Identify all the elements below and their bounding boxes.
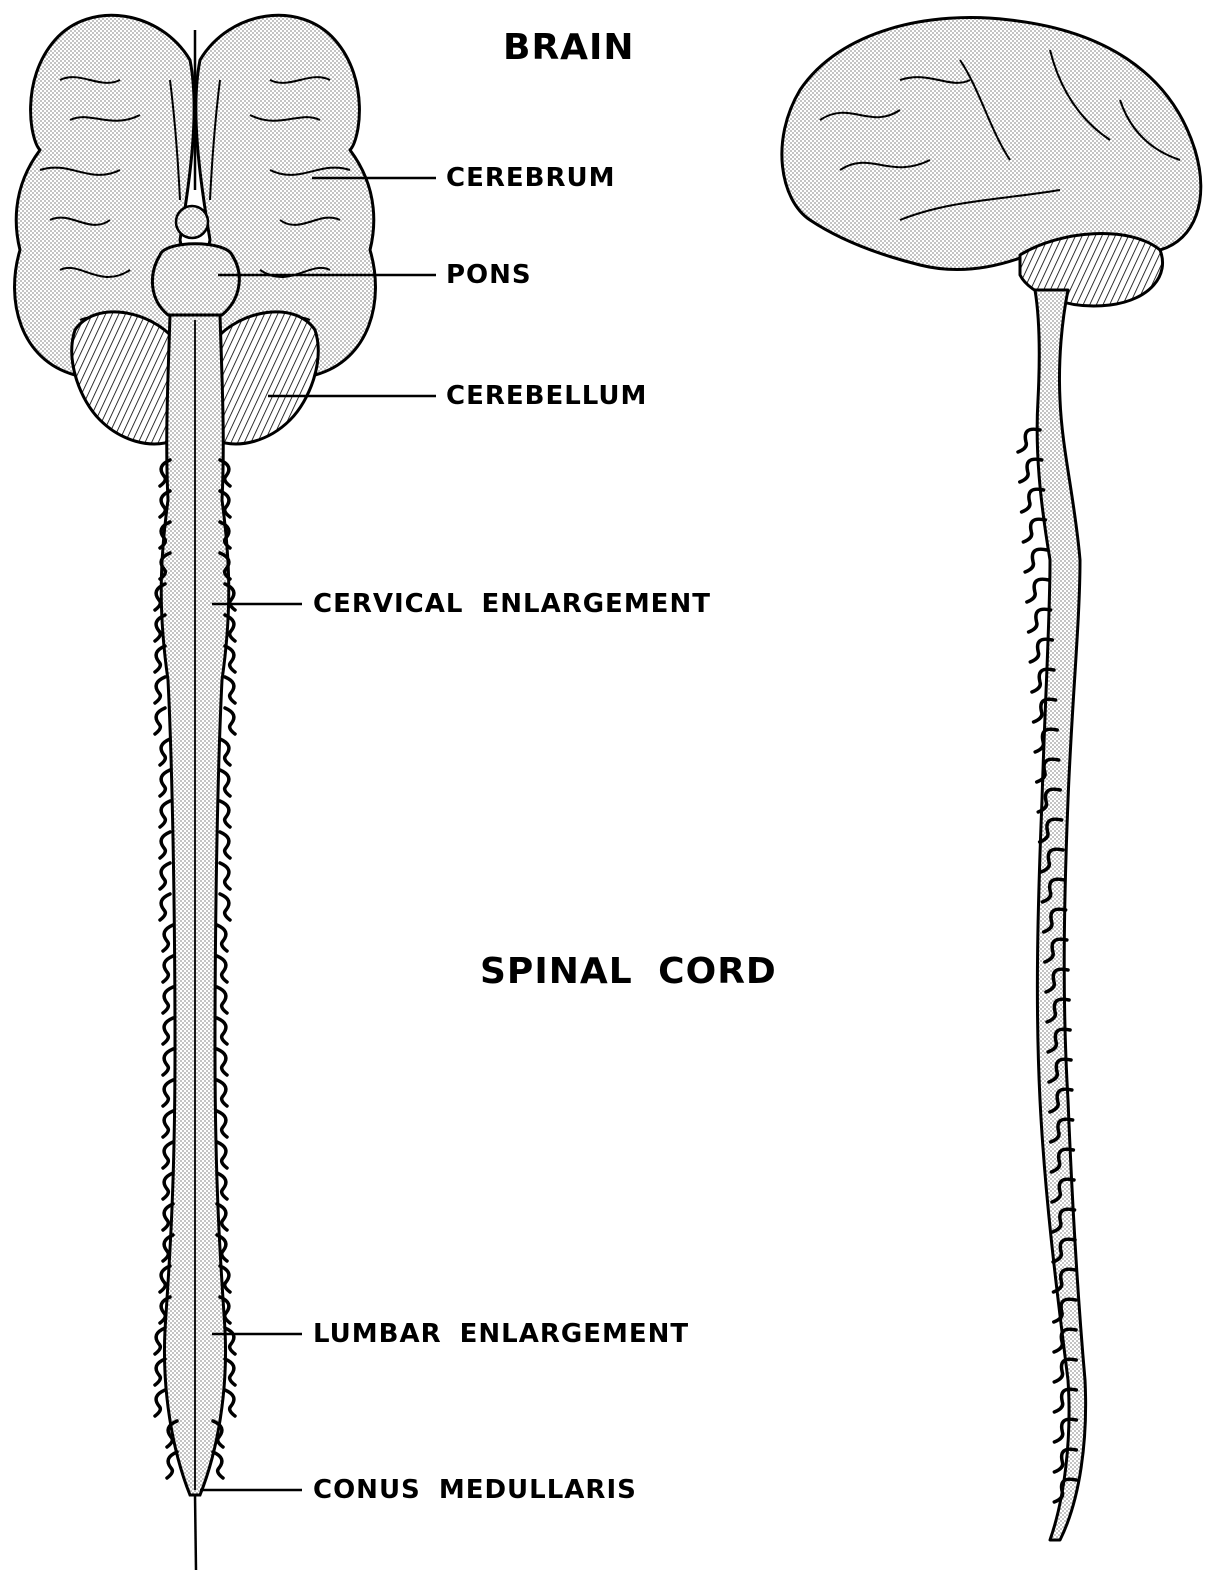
pons: [152, 244, 239, 315]
nerve-root: [163, 987, 173, 1013]
conus-medullaris-label: CONUS MEDULLARIS: [313, 1477, 637, 1503]
nerve-root: [163, 1111, 173, 1137]
nerve-root: [155, 677, 165, 703]
lateral-brain: [782, 18, 1201, 1540]
lumbar-enlargement-label: LUMBAR ENLARGEMENT: [313, 1321, 689, 1347]
nerve-root: [217, 1142, 227, 1168]
cerebellum-label: CEREBELLUM: [446, 383, 647, 409]
nerve-root: [220, 801, 230, 827]
nerve-root: [163, 1142, 173, 1168]
cerebrum-label: CEREBRUM: [446, 165, 615, 191]
nerve-root: [220, 863, 230, 889]
nerve-root: [217, 1080, 227, 1106]
nerve-root: [1023, 519, 1045, 542]
nerve-root: [160, 832, 170, 858]
nerve-root: [160, 770, 170, 796]
nerve-root: [213, 1452, 223, 1478]
lateral-cerebrum: [782, 18, 1201, 270]
nerve-root: [1025, 549, 1047, 572]
nerve-root: [155, 708, 165, 734]
nerve-root: [160, 863, 170, 889]
nerve-root: [217, 1018, 227, 1044]
nerve-root: [163, 1018, 173, 1044]
left-cerebellum: [72, 312, 175, 444]
nerve-root: [163, 925, 173, 951]
nerve-root: [163, 956, 173, 982]
nerve-root: [163, 1049, 173, 1075]
ventral-spinal-cord: [161, 315, 229, 1570]
nerve-root: [220, 832, 230, 858]
nerve-root: [225, 708, 235, 734]
nerve-root: [160, 801, 170, 827]
cervical-enlargement-label: CERVICAL ENLARGEMENT: [313, 591, 711, 617]
brain-heading: BRAIN: [503, 30, 635, 66]
spinal-cord-heading: SPINAL CORD: [480, 954, 777, 990]
nerve-root: [167, 1452, 177, 1478]
nerve-root: [155, 1390, 165, 1416]
nerve-root: [220, 739, 230, 765]
lateral-spinal-cord: [1035, 290, 1086, 1540]
nerve-root: [217, 925, 227, 951]
nerve-root: [225, 677, 235, 703]
nerve-root: [217, 1049, 227, 1075]
nerve-root: [217, 987, 227, 1013]
nerve-root: [160, 894, 170, 920]
right-cerebellum: [215, 312, 318, 444]
nerve-root: [163, 1080, 173, 1106]
nerve-root: [220, 894, 230, 920]
pons-label: PONS: [446, 262, 532, 288]
nerve-root: [220, 770, 230, 796]
nerve-root: [160, 739, 170, 765]
nerve-root: [1027, 579, 1049, 602]
nerve-root: [217, 956, 227, 982]
nerve-root: [225, 1390, 235, 1416]
nerve-root: [217, 1111, 227, 1137]
